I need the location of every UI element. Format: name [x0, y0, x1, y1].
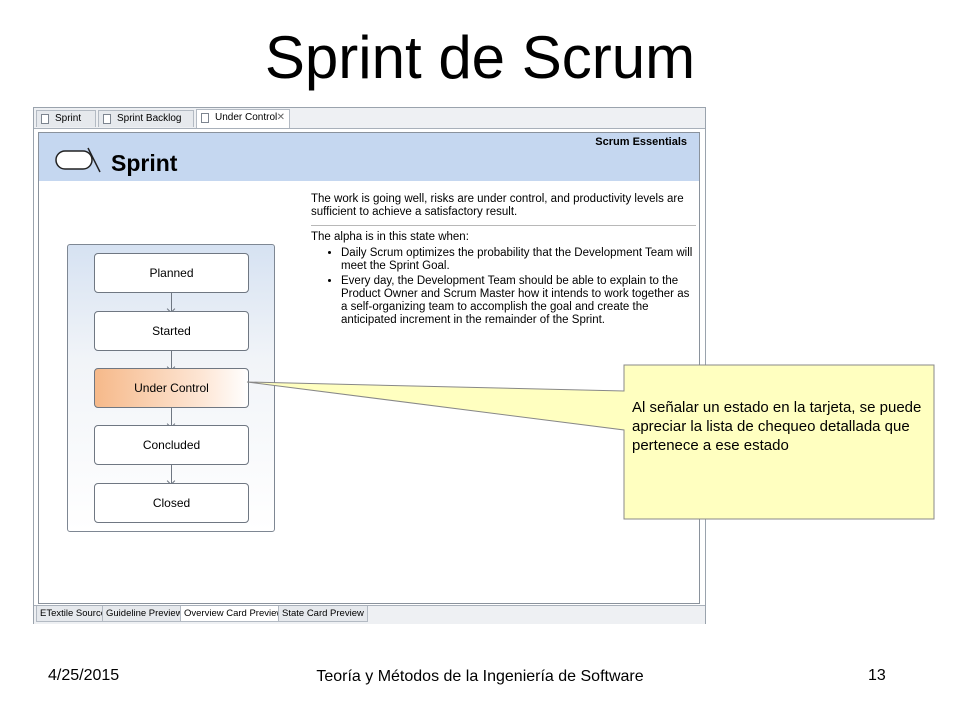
- down-arrow-icon: [171, 293, 172, 311]
- page-number: 13: [868, 667, 886, 684]
- document-icon: [103, 114, 111, 124]
- footer-date: 4/25/2015: [48, 667, 120, 684]
- state-planned[interactable]: Planned: [94, 253, 249, 293]
- down-arrow-icon: [171, 351, 172, 369]
- state-started[interactable]: Started: [94, 311, 249, 351]
- state-under-control[interactable]: Under Control: [94, 368, 249, 408]
- description-intro: The work is going well, risks are under …: [311, 193, 684, 218]
- tab-state-card-preview[interactable]: State Card Preview: [278, 606, 368, 622]
- editor-window: Sprint Sprint Backlog Under Control ✕ Sp…: [33, 107, 706, 624]
- editor-tab-bar: Sprint Sprint Backlog Under Control ✕: [34, 108, 705, 129]
- close-icon[interactable]: ✕: [276, 112, 285, 123]
- state-panel: Planned Started Under Control Concluded …: [67, 244, 275, 532]
- footer-course: Teoría y Métodos de la Ingeniería de Sof…: [316, 668, 644, 685]
- state-concluded[interactable]: Concluded: [94, 425, 249, 465]
- tab-label: Under Control: [215, 112, 278, 123]
- tab-etextile-source[interactable]: ETextile Source: [36, 606, 111, 622]
- card-title: Sprint: [111, 150, 178, 176]
- checklist: Daily Scrum optimizes the probability th…: [311, 247, 696, 327]
- tab-under-control[interactable]: Under Control ✕: [196, 109, 290, 128]
- tab-guideline-preview[interactable]: Guideline Preview: [102, 606, 187, 622]
- alpha-icon: [55, 147, 101, 173]
- down-arrow-icon: [171, 465, 172, 483]
- card-header: Sprint Scrum Essentials: [39, 133, 699, 181]
- tab-sprint-backlog[interactable]: Sprint Backlog: [98, 110, 194, 127]
- preview-tab-bar: ETextile Source Guideline Preview Overvi…: [34, 605, 705, 624]
- card-kind: Scrum Essentials: [595, 136, 687, 148]
- state-closed[interactable]: Closed: [94, 483, 249, 523]
- card-preview: Sprint Scrum Essentials Planned Started …: [38, 132, 700, 604]
- document-icon: [41, 114, 49, 124]
- tab-sprint[interactable]: Sprint: [36, 110, 96, 127]
- tab-label: Sprint Backlog: [117, 113, 182, 124]
- checklist-item: Every day, the Development Team should b…: [341, 275, 696, 327]
- tab-overview-card-preview[interactable]: Overview Card Preview: [180, 606, 288, 622]
- down-arrow-icon: [171, 408, 172, 426]
- description-lead: The alpha is in this state when:: [311, 231, 469, 243]
- document-icon: [201, 113, 209, 123]
- checklist-item: Daily Scrum optimizes the probability th…: [341, 247, 696, 273]
- slide-title: Sprint de Scrum: [264, 24, 696, 91]
- state-description: The work is going well, risks are under …: [311, 193, 696, 329]
- callout-text: Al señalar un estado en la tarjeta, se p…: [632, 399, 922, 454]
- divider: [311, 225, 696, 226]
- tab-label: Sprint: [55, 113, 82, 124]
